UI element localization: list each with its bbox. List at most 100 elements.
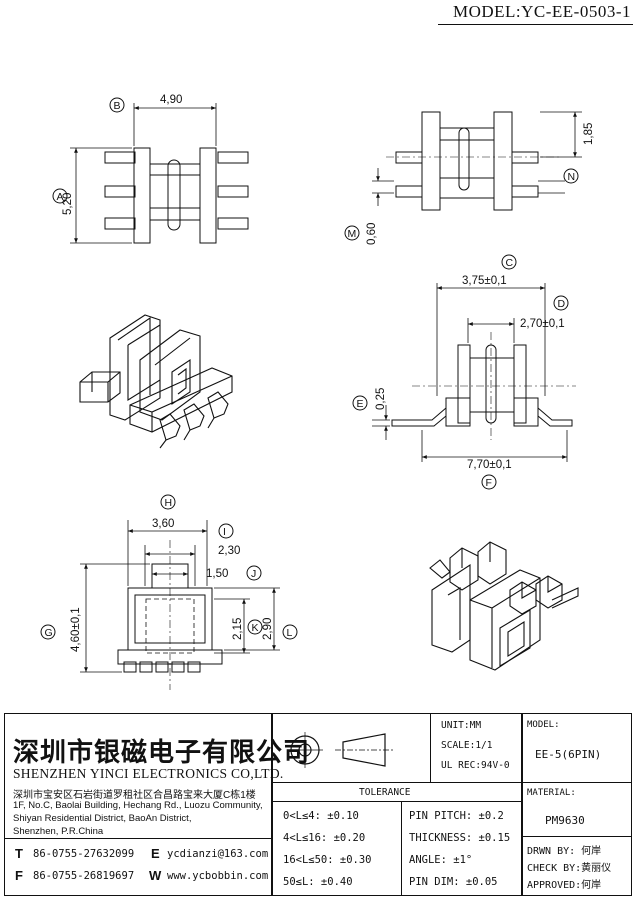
flange-right: [199, 147, 217, 244]
pin: [104, 217, 136, 230]
balloon: [246, 565, 262, 581]
approved-by: APPROVED:何岸: [527, 880, 602, 891]
company-name-en: SHENZHEN YINCI ELECTRONICS CO,LTD.: [13, 766, 284, 781]
dim-a: 5,20: [62, 193, 74, 215]
model-title: MODEL:YC-EE-0503-1: [452, 2, 631, 21]
pin: [104, 151, 136, 164]
pin: [511, 151, 539, 164]
flange: [513, 344, 527, 424]
unit: UNIT:MM: [441, 720, 482, 731]
top-view: [52, 97, 249, 244]
balloon: [481, 474, 497, 490]
dim-pitch: 1,85: [583, 123, 595, 145]
label-a: A: [57, 191, 64, 203]
company-name-cn: 深圳市银磁电子有限公司: [13, 738, 311, 767]
tel-value: 86-0755-27632099: [33, 848, 135, 860]
drawn-by: DRWN BY: 何岸: [527, 846, 602, 857]
spec-row: PIN DIM: ±0.05: [409, 876, 498, 888]
tolerance-row: 0<L≤4: ±0.10: [283, 810, 359, 822]
title-block: 深圳市银磁电子有限公司 SHENZHEN YINCI ELECTRONICS C…: [4, 713, 632, 896]
winding-area: [149, 163, 201, 221]
label-g: G: [45, 627, 53, 639]
label-l: L: [287, 627, 293, 639]
winding-area: [469, 357, 515, 413]
tel-label: T: [15, 846, 23, 861]
pin: [123, 661, 137, 673]
balloon: [563, 168, 579, 184]
flange: [457, 344, 471, 424]
end-view: [40, 494, 298, 690]
balloon: [344, 225, 360, 241]
balloon: [218, 523, 234, 539]
tolerance-row: 16<L≤50: ±0.30: [283, 854, 372, 866]
divider: [271, 801, 521, 802]
balloon: [40, 624, 56, 640]
pin: [217, 185, 249, 198]
projection-symbol: [287, 732, 393, 768]
balloon: [501, 254, 517, 270]
isometric-view-top: [79, 314, 233, 449]
winding-area: [439, 127, 495, 199]
flange: [421, 111, 441, 211]
pin: [171, 661, 185, 673]
dim-k: 2,15: [232, 618, 244, 640]
spec-row: PIN PITCH: ±0.2: [409, 810, 504, 822]
label-j: J: [251, 568, 256, 580]
email-value: ycdianzi@163.com: [167, 848, 269, 860]
pin: [155, 661, 169, 673]
balloon: [160, 494, 176, 510]
material-value: PM9630: [545, 814, 585, 827]
pin: [217, 217, 249, 230]
scale: SCALE:1/1: [441, 740, 493, 751]
label-i: I: [223, 526, 226, 538]
side-view: [344, 111, 582, 241]
email-label: E: [151, 846, 160, 861]
dim-m: 0,60: [366, 223, 378, 245]
label-k: K: [252, 622, 259, 634]
pin: [187, 661, 201, 673]
balloon: [247, 619, 263, 635]
divider: [271, 782, 631, 783]
balloon: [52, 188, 68, 204]
label-d: D: [558, 298, 566, 310]
label-h: H: [165, 497, 173, 509]
title-underline: [438, 24, 633, 25]
divider: [430, 714, 431, 782]
front-view: [352, 254, 576, 490]
technical-drawing: B 4,90 A 5,20 1,85 N M 0,60: [40, 94, 595, 690]
pin: [217, 151, 249, 164]
fax-value: 86-0755-26819697: [33, 870, 135, 882]
dim-e: 0,25: [375, 388, 387, 410]
body-inner: [134, 594, 206, 644]
dim-g: 4,60±0,1: [70, 607, 82, 652]
material-label: MATERIAL:: [527, 788, 576, 798]
dim-j: 1,50: [206, 568, 228, 580]
address-cn: 深圳市宝安区石岩街道罗租社区合昌路宝来大厦C栋1楼: [13, 790, 256, 801]
address-en-line2: Shiyan Residential District, BaoAn Distr…: [13, 813, 192, 824]
ul-rec: UL REC:94V-0: [441, 760, 510, 771]
label-m: M: [348, 228, 357, 240]
flange: [493, 111, 513, 211]
address-en-line3: Shenzhen, P.R.China: [13, 826, 104, 837]
dim-i: 2,30: [218, 545, 240, 557]
model-value: EE-5(6PIN): [535, 748, 602, 761]
fax-label: F: [15, 868, 23, 883]
label-e: E: [357, 398, 364, 410]
balloon: [282, 624, 298, 640]
divider: [401, 801, 402, 895]
pin: [139, 661, 153, 673]
balloon: [352, 395, 368, 411]
pin: [104, 185, 136, 198]
dim-d: 2,70±0,1: [520, 318, 565, 330]
dim-c: 3,75±0,1: [462, 275, 507, 287]
label-f: F: [486, 477, 492, 489]
spec-row: THICKNESS: ±0.15: [409, 832, 511, 844]
divider: [5, 838, 271, 839]
center-leg: [167, 159, 181, 231]
divider: [521, 714, 523, 895]
label-n: N: [568, 171, 576, 183]
divider: [521, 836, 631, 837]
tolerance-title: TOLERANCE: [359, 787, 411, 798]
tolerance-row: 50≤L: ±0.40: [283, 876, 353, 888]
divider: [271, 714, 273, 895]
